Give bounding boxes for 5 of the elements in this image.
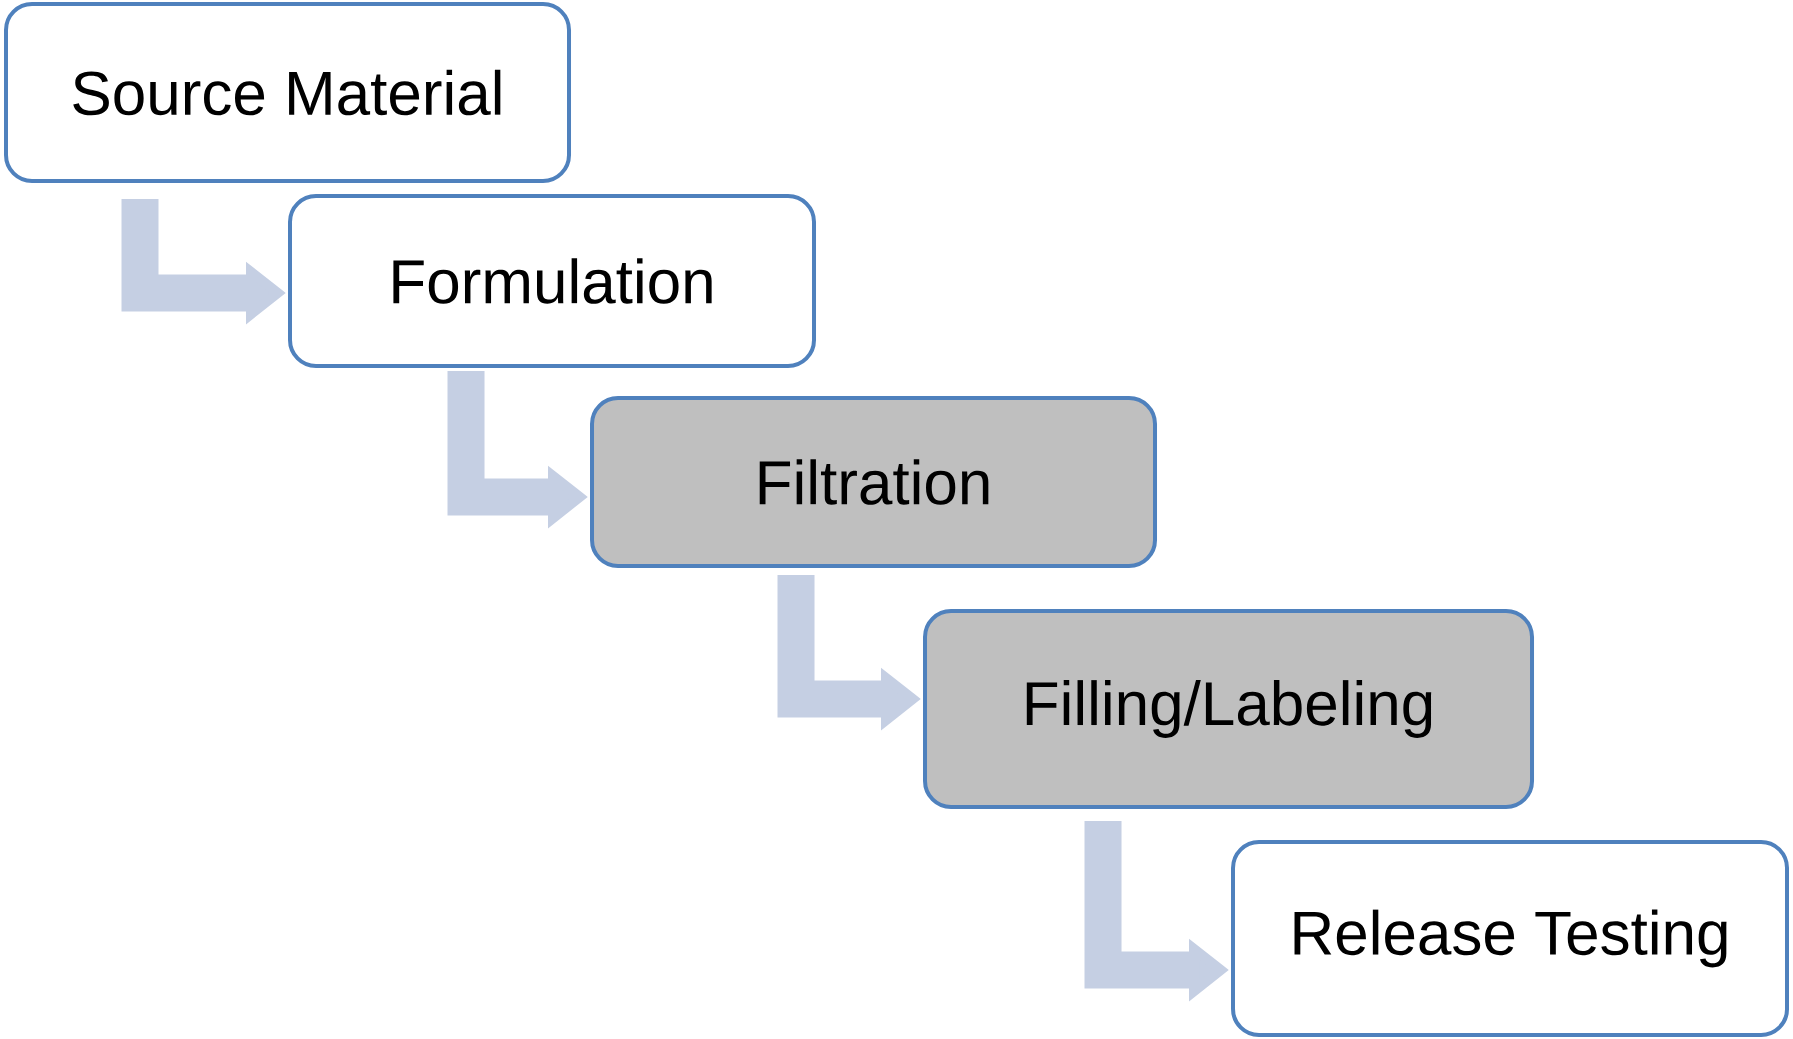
process-box: Source Material xyxy=(4,2,571,183)
process-box: Release Testing xyxy=(1231,840,1789,1037)
process-box: Formulation xyxy=(288,194,816,368)
process-box: Filtration xyxy=(590,396,1157,568)
process-box: Filling/Labeling xyxy=(923,609,1534,809)
